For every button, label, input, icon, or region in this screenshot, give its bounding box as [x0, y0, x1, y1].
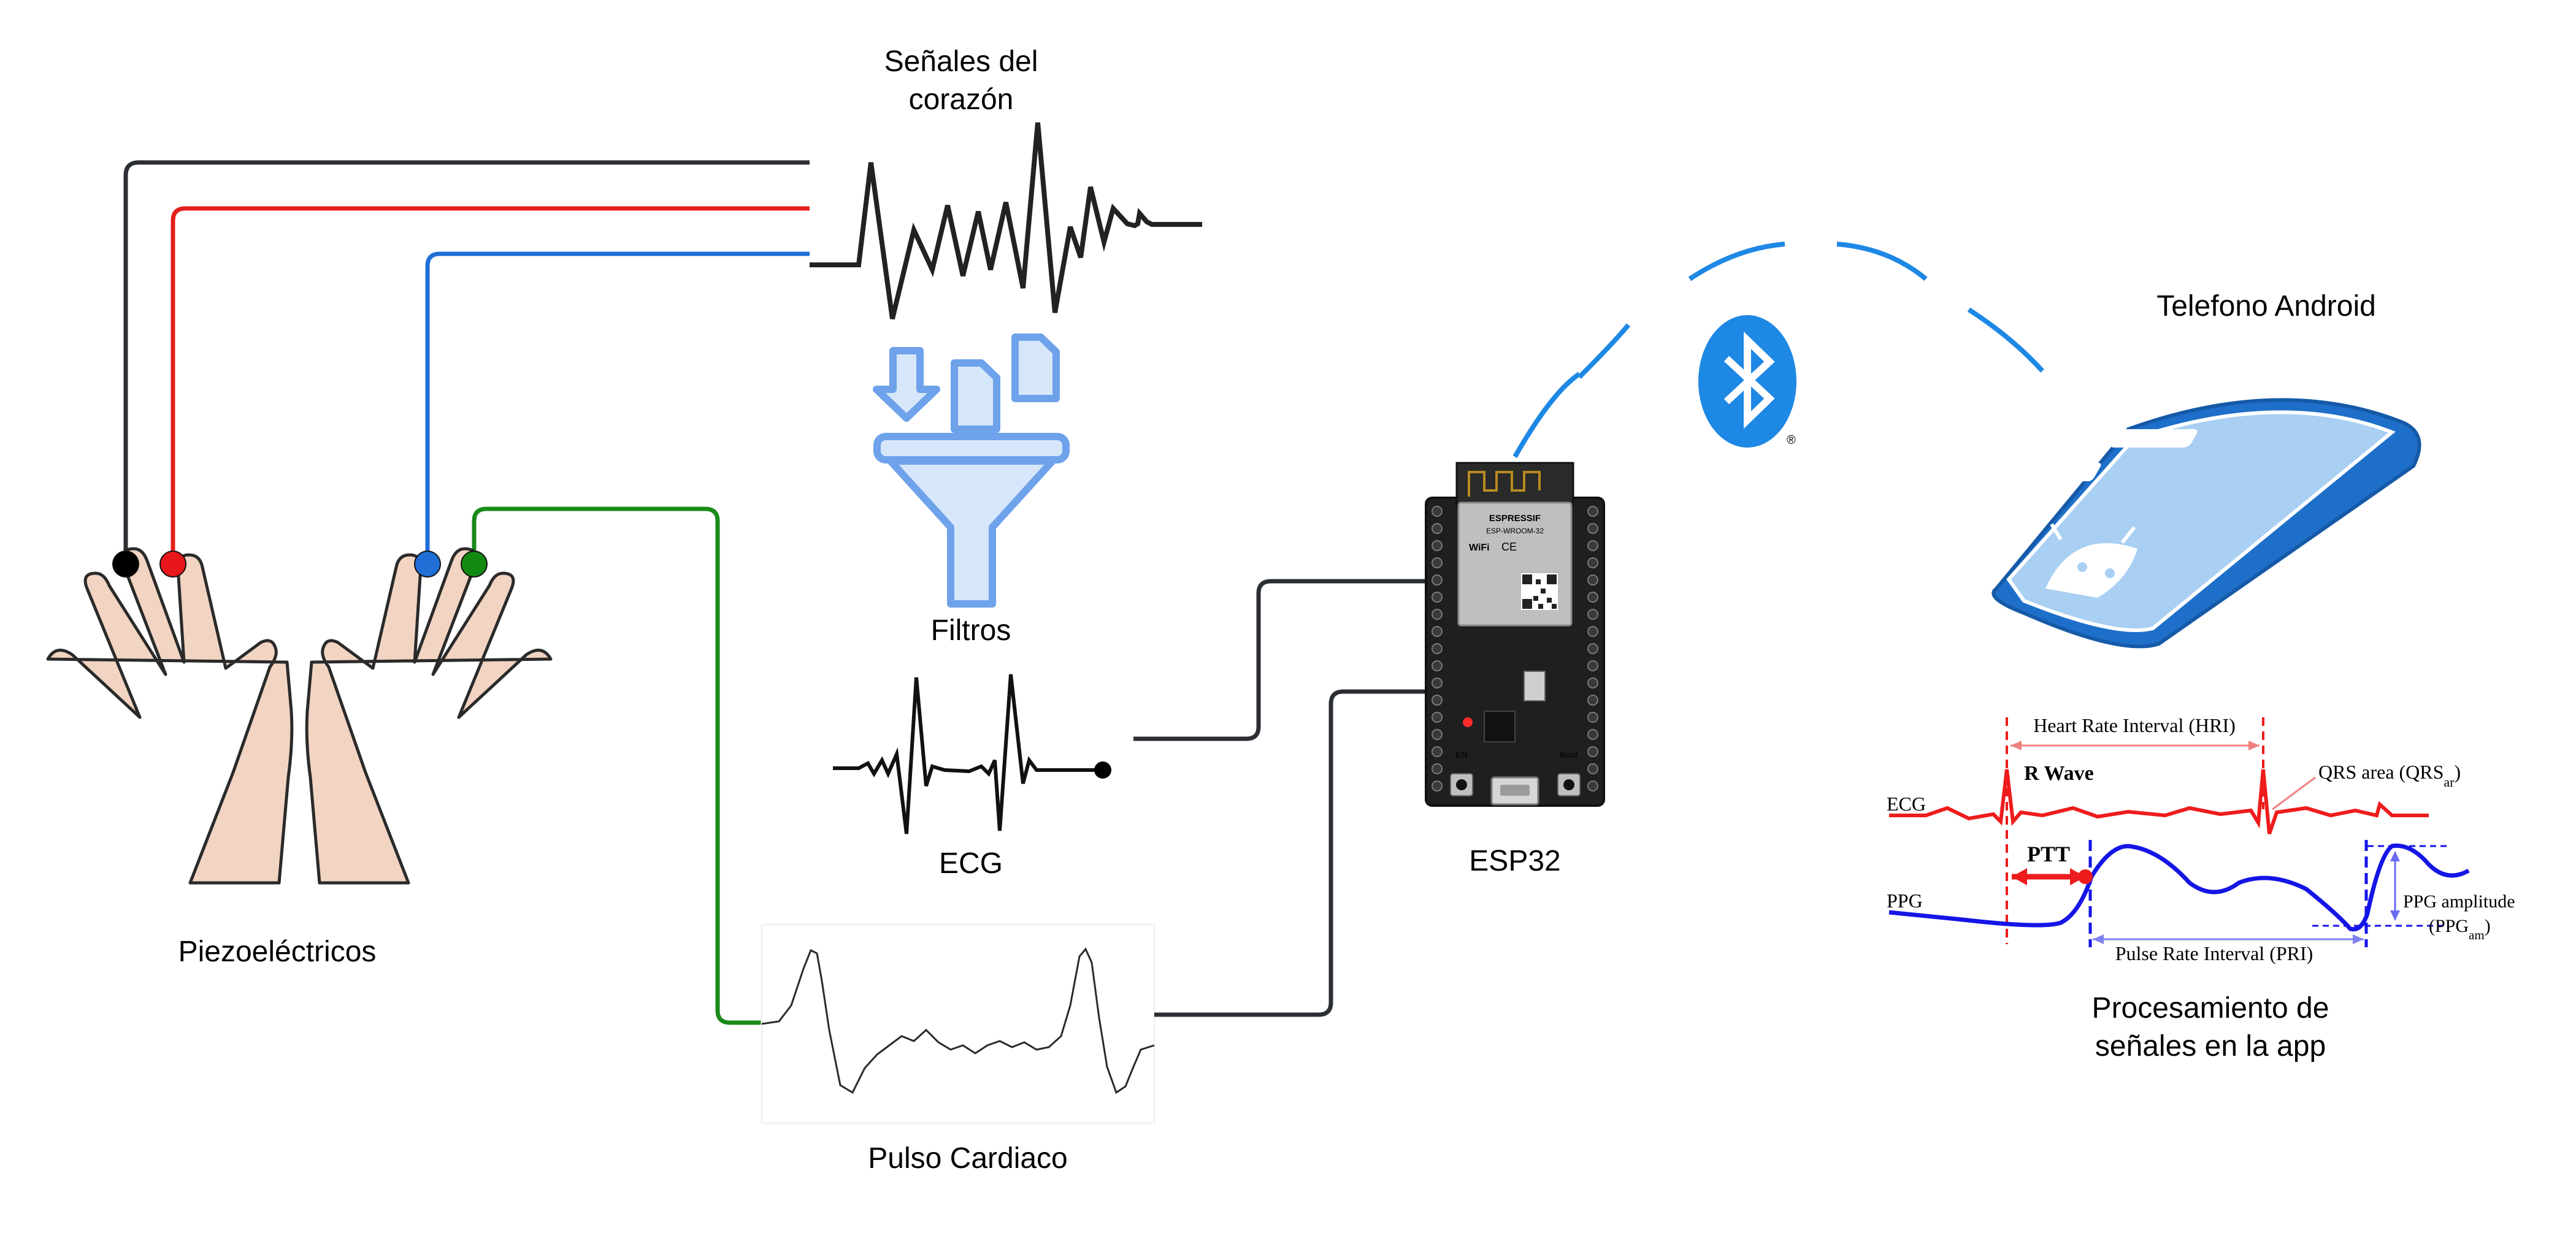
pulse-to-esp32-wire	[1154, 689, 1428, 1017]
phone-keypad	[1909, 429, 2198, 506]
boot-label: Boot	[1560, 750, 1578, 760]
ppg-trace-label: PPG	[1887, 890, 1923, 912]
processing-label-line1: Procesamiento de	[2092, 992, 2329, 1024]
esp32-antenna	[1455, 462, 1574, 507]
bluetooth-icon: ®	[1698, 315, 1796, 448]
electrode-blue	[414, 551, 441, 578]
filter-icon	[873, 334, 1070, 608]
wire-blue	[425, 251, 810, 563]
pulse-waveform	[761, 947, 1155, 1094]
piezo-label: Piezoeléctricos	[178, 936, 377, 968]
document-icon-1	[951, 359, 1000, 433]
electrode-black	[112, 551, 139, 578]
ecg-endpoint-dot	[1094, 761, 1111, 779]
esp32-board: ESPRESSIF ESP-WROOM-32 WiFi CE EN Boot	[1425, 462, 1605, 807]
esp32-wires	[1133, 579, 1428, 1017]
esp32-chip-small	[1484, 711, 1516, 742]
ptt-arrowheads	[2012, 868, 2085, 885]
sensor-wires	[123, 160, 810, 1025]
usb-port-opening	[1500, 785, 1530, 796]
heart-signals-title-line2: corazón	[909, 83, 1014, 116]
ce-mark: CE	[1501, 541, 1517, 553]
ppg-trace-blue	[1888, 843, 2470, 932]
esp32-regulator	[1524, 671, 1546, 701]
wifi-mark: WiFi	[1469, 543, 1490, 553]
esp32-model: ESP-WROOM-32	[1486, 527, 1544, 535]
esp32-pin-header-right	[1587, 506, 1598, 792]
bluetooth-registered-mark: ®	[1787, 433, 1796, 447]
esp32-pin-header-left	[1432, 506, 1443, 792]
qr-code-icon	[1521, 573, 1558, 610]
esp32-brand: ESPRESSIF	[1489, 513, 1541, 524]
ecg-trace-label: ECG	[1887, 793, 1926, 815]
en-button-cap	[1456, 779, 1467, 790]
ecg-to-esp32-wire	[1133, 579, 1428, 741]
hri-label: Heart Rate Interval (HRI)	[2033, 714, 2236, 736]
pulse-plot-frame	[761, 923, 1156, 1124]
ptt-ppg-foot-dot	[2078, 869, 2093, 884]
ppg-amplitude-label: PPG amplitude	[2403, 891, 2515, 912]
esp32-red-led	[1463, 717, 1473, 727]
en-label: EN	[1455, 750, 1467, 760]
ecg-waveform	[833, 674, 1103, 834]
r-wave-label: R Wave	[2024, 762, 2094, 785]
right-hand	[305, 547, 553, 885]
ppg-am-label: (PPGam)	[2429, 916, 2491, 942]
android-robot-icon	[2045, 523, 2137, 598]
esp32-label: ESP32	[1469, 845, 1560, 877]
electrode-red	[159, 551, 186, 578]
funnel-body	[887, 457, 1056, 608]
electrode-dots	[112, 551, 488, 578]
document-icon-2	[1011, 334, 1060, 402]
esp32-antenna-trace	[1468, 471, 1541, 497]
down-arrow-icon	[873, 347, 940, 422]
raw-heart-signal-waveform	[810, 122, 1202, 319]
ecg-ppg-analysis-figure: Heart Rate Interval (HRI) R Wave QRS are…	[1887, 714, 2515, 964]
heart-signals-title-line1: Señales del	[884, 45, 1038, 78]
electrode-green	[461, 551, 488, 578]
android-phone	[1909, 398, 2421, 649]
left-hand	[46, 547, 294, 885]
pri-label: Pulse Rate Interval (PRI)	[2115, 942, 2313, 964]
processing-label-line2: señales en la app	[2095, 1030, 2326, 1062]
ptt-label: PTT	[2027, 842, 2070, 866]
wire-red	[171, 206, 810, 563]
phone-label: Telefono Android	[2156, 290, 2376, 322]
pulse-label: Pulso Cardiaco	[868, 1142, 1068, 1175]
bluetooth-link-arc	[1512, 242, 2044, 458]
qrs-pointer	[2272, 776, 2316, 811]
filters-label: Filtros	[931, 614, 1011, 647]
wire-black	[123, 160, 810, 563]
boot-button-cap	[1563, 779, 1574, 790]
ecg-label: ECG	[939, 847, 1003, 880]
wire-green	[472, 506, 762, 1025]
ecg-trace-red	[1889, 769, 2429, 834]
funnel-rim	[873, 433, 1070, 464]
qrs-area-label: QRS area (QRSar)	[2318, 761, 2461, 790]
